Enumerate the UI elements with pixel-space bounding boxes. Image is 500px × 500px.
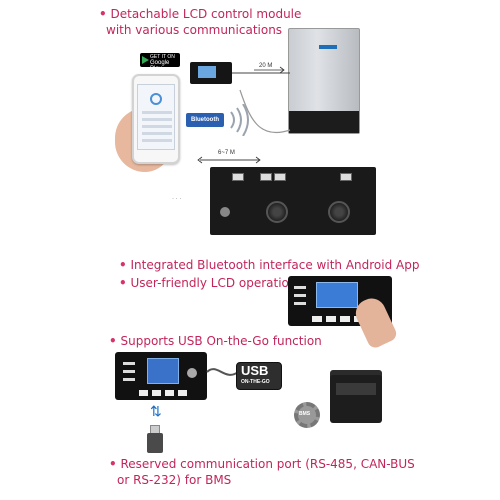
section-bluetooth: • Integrated Bluetooth interface with An… xyxy=(119,257,419,273)
battery-top xyxy=(330,370,382,378)
cable-length-20m: 20 M xyxy=(259,63,273,69)
lcd-screen xyxy=(198,66,216,78)
usb-logo-text: USB xyxy=(241,363,269,378)
usb-logo-subtext: ON-THE-GO xyxy=(241,379,270,385)
reserved-line1: Reserved communication port (RS-485, CAN… xyxy=(120,457,415,471)
led-indicators-icon xyxy=(294,286,306,305)
section-reserved: • Reserved communication port (RS-485, C… xyxy=(109,456,415,472)
google-play-small-text: GET IT ON xyxy=(150,54,175,60)
led-indicators-icon xyxy=(123,362,135,381)
brand-logo-icon xyxy=(319,37,337,49)
control-buttons-icon xyxy=(139,390,187,396)
bidirectional-arrow-icon: ⇅ xyxy=(150,403,162,419)
reserved-line2: or RS-232) for BMS xyxy=(117,473,232,487)
terminal-port xyxy=(232,173,244,181)
lcd-operation-text: User-friendly LCD operation xyxy=(130,276,297,290)
inverter-base xyxy=(289,111,359,133)
rj45-port xyxy=(274,173,286,181)
lcd-screen xyxy=(316,282,358,308)
usb-otg-logo: USB ON-THE-GO xyxy=(236,362,282,390)
bms-gear-icon xyxy=(294,402,320,428)
knob-icon xyxy=(187,368,197,378)
bullet: • xyxy=(109,334,117,348)
bluetooth-text: Integrated Bluetooth interface with Andr… xyxy=(130,258,420,272)
smartphone-image xyxy=(132,74,180,164)
section-detachable: • Detachable LCD control module xyxy=(99,6,301,22)
bms-label: BMS xyxy=(299,411,311,417)
cable-length-6-7m: 6~7 M xyxy=(218,150,235,156)
phone-screen xyxy=(137,84,175,150)
fan-icon xyxy=(266,201,288,223)
detachable-line2: with various communications xyxy=(106,23,283,37)
usb-stick-body xyxy=(147,433,163,453)
cable-lines xyxy=(197,66,291,164)
usb-control-module-image xyxy=(115,352,207,400)
usb-stick-icon xyxy=(147,425,163,453)
rs232-port xyxy=(340,173,352,181)
bullet: • xyxy=(119,258,127,272)
section-lcd-operation: • User-friendly LCD operation xyxy=(119,275,297,291)
app-list-icon xyxy=(142,111,172,142)
ellipsis-dots: · · · xyxy=(172,196,182,202)
google-play-badge: GET IT ON Google Play xyxy=(140,53,180,72)
rj45-port xyxy=(260,173,272,181)
section-usb: • Supports USB On-the-Go function xyxy=(109,333,322,349)
battery-label-area xyxy=(336,383,376,395)
usb-text: Supports USB On-the-Go function xyxy=(120,334,322,348)
battery-image xyxy=(330,375,382,423)
usb-cable-icon xyxy=(206,368,239,376)
wireless-waves-icon xyxy=(230,104,249,136)
inverter-cabinet-image xyxy=(288,28,360,134)
bullet: • xyxy=(109,457,117,471)
lcd-module-small-image xyxy=(190,62,232,84)
lcd-screen xyxy=(147,358,179,384)
app-gauge-icon xyxy=(150,93,162,105)
dc-input-icon xyxy=(220,207,230,217)
bullet: • xyxy=(99,7,107,21)
google-play-text: Google Play xyxy=(150,60,170,72)
bluetooth-badge: Bluetooth xyxy=(186,113,224,127)
detachable-line1: Detachable LCD control module xyxy=(110,7,302,21)
bullet: • xyxy=(119,276,127,290)
play-store-icon xyxy=(142,56,149,64)
fan-icon xyxy=(328,201,350,223)
inverter-port-panel-image xyxy=(210,167,376,235)
